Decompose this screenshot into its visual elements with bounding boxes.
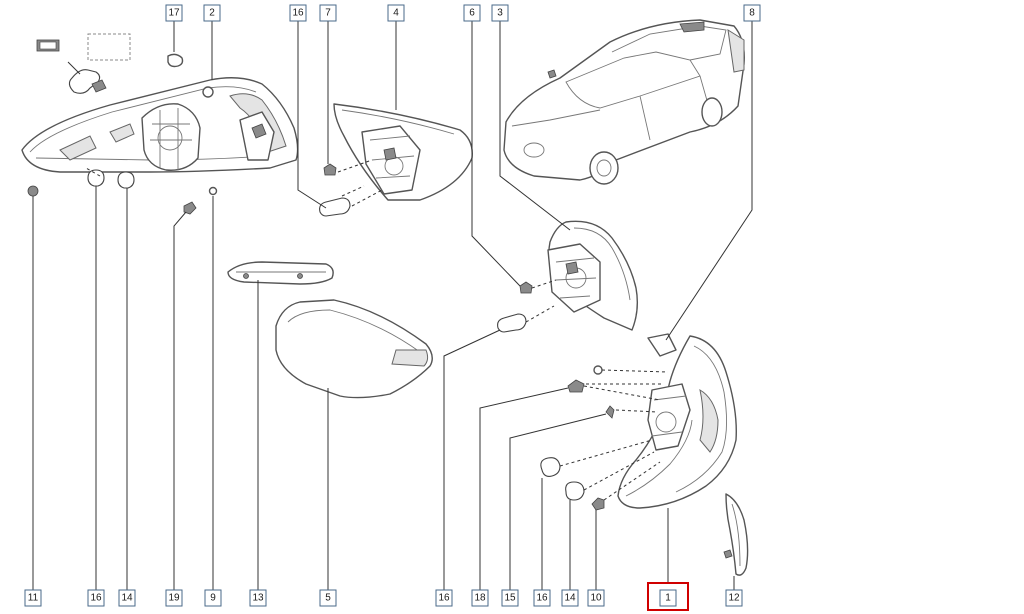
clip-15 [605, 405, 615, 419]
callout-9: 9 [204, 589, 222, 607]
svg-text:6: 6 [469, 8, 475, 19]
part-4-upper-lamp [333, 103, 473, 201]
callout-16-top: 16 [289, 4, 307, 22]
svg-text:16: 16 [438, 593, 450, 604]
screw-9 [208, 186, 218, 196]
svg-text:15: 15 [504, 593, 516, 604]
part-1-side-lamp [617, 333, 737, 509]
middle-small-parts [497, 279, 557, 333]
svg-text:5: 5 [325, 593, 331, 604]
bulb-16-upper [319, 197, 351, 217]
callout-6: 6 [463, 4, 481, 22]
upper-small-parts [319, 159, 383, 217]
callout-16-bottom-c: 16 [533, 589, 551, 607]
callout-18: 18 [471, 589, 489, 607]
connector-inset [36, 33, 131, 94]
lamp-socket-housing [141, 103, 201, 171]
callout-5: 5 [319, 589, 337, 607]
grommet-17 [167, 53, 184, 68]
bulb-14-right [565, 481, 585, 501]
svg-text:8: 8 [749, 8, 755, 19]
bulb-14-left [117, 171, 135, 189]
svg-text:7: 7 [325, 8, 331, 19]
callout-13: 13 [249, 589, 267, 607]
svg-text:13: 13 [252, 593, 264, 604]
svg-text:14: 14 [121, 593, 133, 604]
svg-text:17: 17 [168, 8, 180, 19]
part-5-reflector-lens [275, 299, 433, 399]
svg-text:12: 12 [728, 593, 740, 604]
part-2-rear-lamp-body [21, 77, 299, 173]
bulb-16-left [87, 169, 105, 187]
lower-right-small-parts [540, 365, 669, 511]
svg-text:9: 9 [210, 593, 216, 604]
callout-2: 2 [203, 4, 221, 22]
callout-labels: 17 2 16 7 4 6 3 8 11 16 14 19 9 13 5 16 … [24, 4, 761, 611]
svg-text:11: 11 [28, 593, 39, 604]
svg-text:2: 2 [209, 8, 215, 19]
svg-text:4: 4 [393, 8, 399, 19]
svg-text:1: 1 [665, 593, 671, 604]
svg-text:19: 19 [168, 593, 180, 604]
callout-11: 11 [24, 589, 42, 607]
svg-text:3: 3 [497, 8, 503, 19]
callout-15: 15 [501, 589, 519, 607]
nut-7 [323, 163, 337, 176]
bulb-16-middle [497, 313, 527, 333]
callout-3: 3 [491, 4, 509, 22]
car-illustration [503, 19, 745, 185]
part-3-middle-lamp [547, 220, 639, 331]
callout-12: 12 [725, 589, 743, 607]
leader-lines [32, 20, 753, 590]
car-front-wheel [589, 151, 619, 185]
callout-10: 10 [587, 589, 605, 607]
svg-text:16: 16 [90, 593, 102, 604]
svg-text:10: 10 [590, 593, 602, 604]
callout-14-bottom-a: 14 [118, 589, 136, 607]
lamp-clip-17 [202, 86, 214, 98]
callout-14-bottom-b: 14 [561, 589, 579, 607]
clip-19 [183, 201, 197, 215]
callout-17: 17 [165, 4, 183, 22]
nut-10 [591, 497, 605, 511]
callout-4: 4 [387, 4, 405, 22]
svg-text:14: 14 [564, 593, 576, 604]
clip-18 [567, 379, 585, 393]
callout-16-bottom-b: 16 [435, 589, 453, 607]
car-tail-highlight [727, 29, 745, 73]
callout-19: 19 [165, 589, 183, 607]
dashed-placeholder-box [87, 33, 131, 61]
nut-6 [519, 281, 533, 294]
callout-8: 8 [743, 4, 761, 22]
part-13-reflector-strip [227, 261, 334, 285]
part-12-side-reflector [723, 493, 749, 576]
callout-1-highlighted: 1 [647, 582, 689, 611]
svg-text:16: 16 [292, 8, 304, 19]
left-small-parts [27, 53, 218, 215]
svg-text:18: 18 [474, 593, 486, 604]
bulb-16-right [540, 457, 561, 477]
callout-16-bottom-a: 16 [87, 589, 105, 607]
screw-right [593, 365, 603, 375]
nut-11 [27, 185, 39, 197]
callout-7: 7 [319, 4, 337, 22]
car-rear-wheel [701, 97, 723, 127]
svg-text:16: 16 [536, 593, 548, 604]
